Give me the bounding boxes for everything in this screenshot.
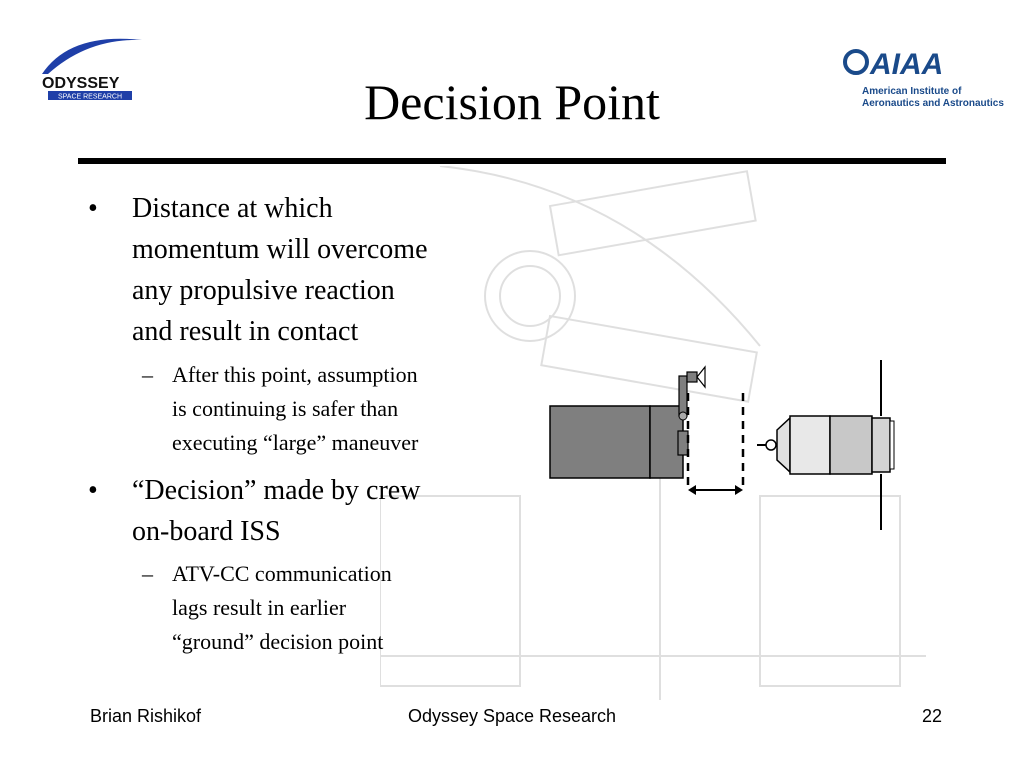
footer-page-number: 22 bbox=[921, 706, 942, 726]
atv-forward-section bbox=[789, 415, 831, 475]
aiaa-wordmark: AIAA bbox=[869, 48, 943, 80]
sub-bullet-1-mark: – bbox=[142, 362, 153, 387]
atv-propulsion-section bbox=[871, 417, 891, 473]
bullet-1-mark: • bbox=[88, 193, 98, 224]
slide-title: Decision Point bbox=[364, 74, 660, 130]
sub-bullet-2-line-2: lags result in earlier bbox=[172, 595, 347, 620]
footer-author: Brian Rishikof bbox=[90, 706, 202, 726]
odyssey-logo: ODYSSEY SPACE RESEARCH bbox=[30, 30, 150, 110]
bullet-2-line-2: on-board ISS bbox=[132, 516, 281, 547]
sub-bullet-2-mark: – bbox=[142, 561, 153, 586]
sub-bullet-2-line-1: ATV-CC communication bbox=[172, 561, 392, 586]
bullet-1-line-2: momentum will overcome bbox=[132, 234, 428, 265]
aiaa-line1: American Institute of bbox=[862, 86, 962, 97]
docking-diagram bbox=[549, 360, 895, 530]
bullet-1-line-4: and result in contact bbox=[132, 316, 359, 347]
atv-cargo-section bbox=[829, 415, 873, 475]
aiaa-line2: Aeronautics and Astronautics bbox=[862, 98, 1004, 109]
antenna-dish-icon bbox=[696, 365, 706, 389]
odyssey-wordmark: ODYSSEY bbox=[42, 75, 120, 92]
bullet-2-mark: • bbox=[88, 475, 98, 506]
bullet-1-line-1: Distance at which bbox=[132, 193, 333, 224]
bullet-1-line-3: any propulsive reaction bbox=[132, 275, 395, 306]
sub-bullet-1-line-3: executing “large” maneuver bbox=[172, 430, 419, 455]
sub-bullet-2-line-3: “ground” decision point bbox=[172, 629, 384, 654]
title-divider bbox=[78, 158, 946, 164]
station-module bbox=[549, 405, 651, 479]
odyssey-subtitle: SPACE RESEARCH bbox=[58, 94, 122, 101]
sub-bullet-1-line-2: is continuing is safer than bbox=[172, 396, 399, 421]
aiaa-logo: AIAA American Institute of Aeronautics a… bbox=[840, 40, 1010, 120]
footer-organization: Odyssey Space Research bbox=[407, 706, 617, 726]
bullet-2-line-1: “Decision” made by crew bbox=[132, 475, 421, 506]
atv-nose bbox=[776, 416, 791, 474]
antenna-mast bbox=[678, 375, 688, 417]
docking-port bbox=[677, 430, 689, 456]
sub-bullet-1-line-1: After this point, assumption bbox=[172, 362, 418, 387]
